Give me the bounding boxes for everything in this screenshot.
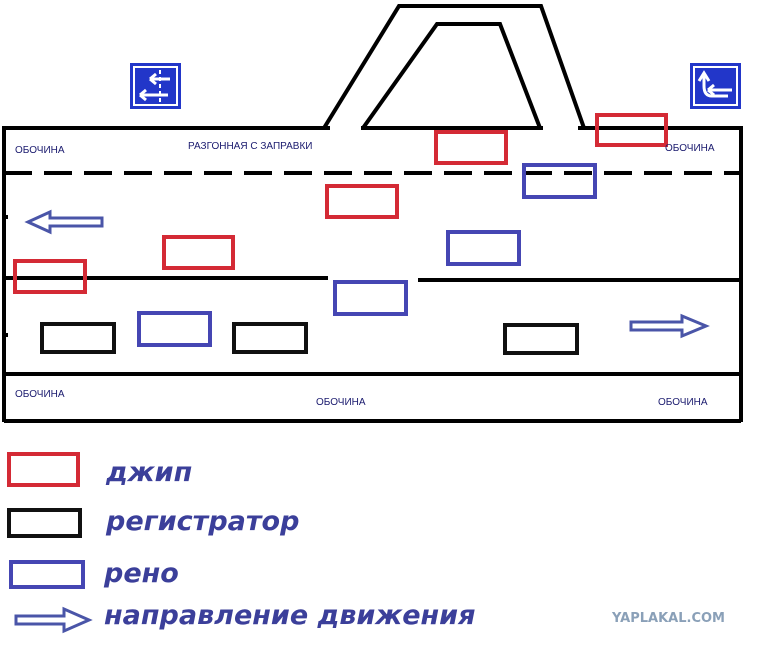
shoulder-label-top-left: ОБОЧИНА	[15, 145, 65, 156]
recorder-car	[232, 322, 308, 354]
station-inner-outline	[361, 22, 542, 130]
legend-renault-label: рено	[104, 558, 179, 589]
direction-arrow-right	[629, 313, 710, 339]
accel-lane-label: РАЗГОННАЯ С ЗАПРАВКИ	[188, 141, 313, 152]
recorder-cars	[40, 322, 579, 355]
direction-arrow-left	[24, 209, 104, 235]
jeep-car	[434, 130, 508, 165]
lane-tick-marks	[5, 215, 742, 337]
shoulder-label-top-right: ОБОЧИНА	[665, 143, 715, 154]
shoulder-label-bottom-left: ОБОЧИНА	[15, 389, 65, 400]
renault-cars	[137, 163, 597, 347]
jeep-cars	[13, 113, 668, 294]
watermark: YAPLAKAL.COM	[612, 611, 725, 626]
gas-station-entrance	[322, 4, 586, 130]
tick-mark	[5, 215, 8, 219]
tick-mark	[5, 333, 8, 337]
legend-direction-arrow-icon	[14, 606, 93, 634]
station-outer-outline	[322, 4, 586, 130]
shoulder-label-bottom-right: ОБОЧИНА	[658, 397, 708, 408]
renault-car	[522, 163, 597, 199]
jeep-car	[13, 259, 87, 294]
shoulder-label-bottom-center: ОБОЧИНА	[316, 397, 366, 408]
legend-jeep-label: джип	[106, 457, 193, 488]
road-edges	[2, 126, 743, 423]
renault-car	[333, 280, 408, 316]
legend-recorder-swatch	[7, 508, 82, 538]
renault-car	[446, 230, 521, 266]
recorder-car	[503, 323, 579, 355]
legend-jeep-swatch	[7, 452, 80, 487]
jeep-car	[595, 113, 668, 147]
lane-merge-left-sign-icon	[130, 63, 181, 109]
legend-direction-label: направление движения	[104, 600, 476, 631]
jeep-car	[162, 235, 235, 270]
tick-mark	[739, 215, 742, 219]
lane-merge-right-sign-icon	[690, 63, 741, 109]
legend-renault-swatch	[9, 560, 85, 589]
tick-mark	[739, 333, 742, 337]
legend-recorder-label: регистратор	[106, 506, 300, 537]
renault-car	[137, 311, 212, 347]
legend-shapes	[7, 452, 85, 589]
recorder-car	[40, 322, 116, 354]
jeep-car	[325, 184, 399, 219]
